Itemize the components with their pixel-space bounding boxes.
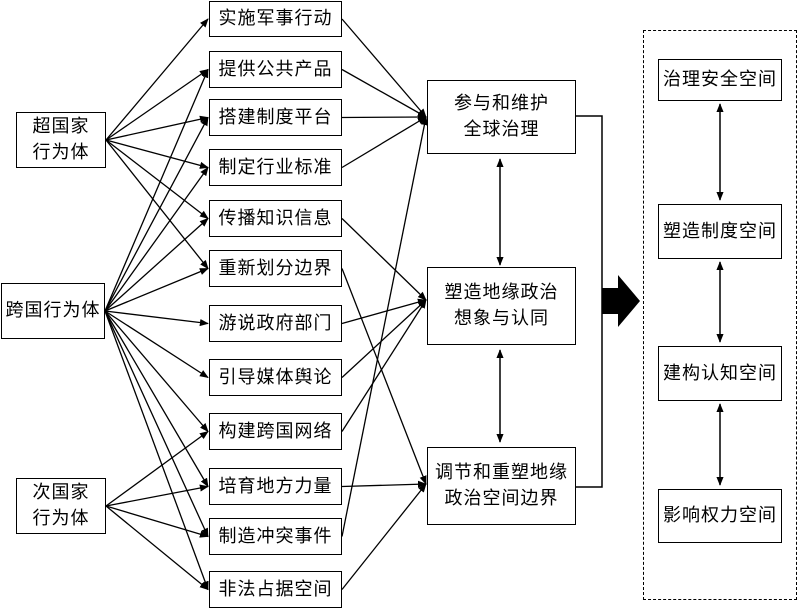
action-outcome-arrow <box>341 483 427 590</box>
actor-subnational: 次国家 行为体 <box>16 478 106 534</box>
action-outcome-arrow <box>341 298 427 325</box>
outcome-bracket <box>576 115 603 488</box>
action-spread-knowledge: 传播知识信息 <box>209 200 342 237</box>
action-outcome-arrow <box>341 299 427 378</box>
action-foster-local-forces: 培育地方力量 <box>209 468 342 505</box>
space-power: 影响权力空间 <box>658 489 782 543</box>
actor-action-arrow <box>105 484 209 507</box>
action-guide-media: 引导媒体舆论 <box>209 359 342 396</box>
space-cognition: 建构认知空间 <box>658 346 782 401</box>
outcome-geopolitical-imagination: 塑造地缘政治 想象与认同 <box>427 267 576 345</box>
actor-action-arrow <box>104 310 209 488</box>
action-create-conflict: 制造冲突事件 <box>209 518 342 555</box>
actor-action-arrow <box>104 116 209 312</box>
actor-action-arrow <box>105 430 209 507</box>
action-illegal-occupation: 非法占据空间 <box>209 571 342 608</box>
actor-action-arrow <box>105 139 209 169</box>
actor-action-arrow <box>105 18 209 141</box>
action-outcome-arrow <box>341 268 427 485</box>
actor-supranational: 超国家 行为体 <box>16 112 106 168</box>
actor-action-arrow <box>105 505 209 538</box>
action-outcome-arrow <box>341 68 427 118</box>
actor-action-arrow <box>104 310 209 591</box>
action-outcome-arrow <box>341 18 427 118</box>
actor-action-arrow <box>104 310 209 379</box>
action-outcome-arrow <box>341 299 427 432</box>
actor-action-arrow <box>105 139 209 270</box>
actor-action-arrow <box>105 115 209 141</box>
action-outcome-arrow <box>341 113 427 121</box>
actor-transnational: 跨国行为体 <box>1 283 105 339</box>
action-industry-standards: 制定行业标准 <box>209 149 342 186</box>
action-institutional-platform: 搭建制度平台 <box>209 99 342 136</box>
outcome-global-governance: 参与和维护 全球治理 <box>427 80 576 154</box>
action-military-operations: 实施军事行动 <box>209 1 342 37</box>
actor-action-arrow <box>105 505 209 591</box>
actor-action-arrow <box>104 310 209 538</box>
actor-action-arrow <box>104 267 209 312</box>
actor-action-arrow <box>104 166 209 312</box>
action-outcome-arrow <box>341 116 427 169</box>
actor-action-arrow <box>104 310 209 327</box>
space-security: 治理安全空间 <box>658 59 782 101</box>
actor-action-arrow <box>104 217 209 312</box>
outcome-spatial-boundaries: 调节和重塑地缘 政治空间边界 <box>427 447 576 525</box>
space-institution: 塑造制度空间 <box>658 204 782 259</box>
big-arrow <box>602 275 640 327</box>
action-redraw-borders: 重新划分边界 <box>209 250 342 287</box>
action-lobby-government: 游说政府部门 <box>209 305 342 342</box>
spaces-frame <box>643 30 797 600</box>
actor-action-arrow <box>104 68 209 312</box>
actor-action-arrow <box>105 139 209 220</box>
action-build-network: 构建跨国网络 <box>209 413 342 450</box>
actor-action-arrow <box>104 310 209 433</box>
action-outcome-arrow <box>341 218 427 301</box>
action-outcome-arrow <box>341 116 428 537</box>
action-public-goods: 提供公共产品 <box>209 51 342 88</box>
action-outcome-arrow <box>341 480 427 488</box>
actor-action-arrow <box>105 68 209 141</box>
